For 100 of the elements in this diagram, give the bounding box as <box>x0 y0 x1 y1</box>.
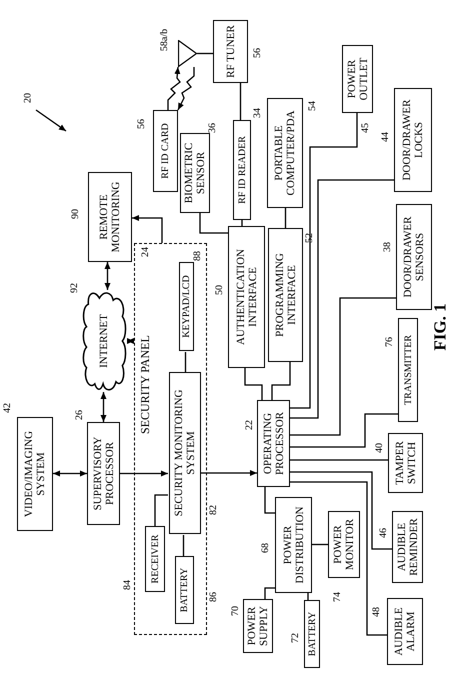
block-box <box>153 110 178 192</box>
reference-numeral: 88 <box>193 251 203 261</box>
block-box <box>233 120 251 220</box>
connector-line <box>312 544 328 546</box>
box-label: SECURITY MONITORING SYSTEM <box>173 388 197 518</box>
box-label: PROGRAMMING INTERFACE <box>274 252 298 339</box>
connector-line <box>184 352 186 373</box>
reference-numeral: 34 <box>253 108 263 118</box>
reference-numeral: 56 <box>253 48 263 58</box>
reference-numeral: 54 <box>308 101 318 111</box>
connector-line <box>104 262 110 290</box>
connector-line <box>127 338 134 344</box>
reference-numeral: 50 <box>215 285 225 295</box>
box-label: AUTHENTICATION INTERFACE <box>234 248 258 347</box>
dashed-panel <box>134 243 207 635</box>
connector-line <box>290 459 388 461</box>
connector-line <box>240 83 242 120</box>
box-label: POWER SUPPLY <box>246 605 270 648</box>
block-box <box>388 433 423 493</box>
figure-caption: FIG. 1 <box>429 303 450 351</box>
reference-numeral: 48 <box>372 607 382 617</box>
cloud-shape <box>81 290 127 392</box>
connector-line <box>290 297 396 436</box>
reference-numeral: 42 <box>3 403 13 413</box>
box-label: RECEIVER <box>150 534 160 584</box>
block-box <box>179 262 194 351</box>
block-box <box>88 172 132 262</box>
reference-numeral: 40 <box>375 443 385 453</box>
connector-line <box>167 66 181 110</box>
block-box <box>228 226 265 368</box>
block-box <box>145 526 165 592</box>
block-box <box>268 228 303 362</box>
connector-line <box>290 413 398 448</box>
box-label: TAMPER SWITCH <box>394 440 418 487</box>
box-label: BIOMETRIC SENSOR <box>183 142 207 206</box>
connector-line <box>290 179 394 419</box>
box-label: PORTABLE COMPUTER/PDA <box>273 110 297 198</box>
reference-numeral: 90 <box>71 209 81 219</box>
reference-numeral: 22 <box>245 420 255 430</box>
block-box <box>17 417 53 531</box>
reference-numeral: 76 <box>385 337 395 347</box>
block-box <box>396 204 432 310</box>
reference-numeral: 38 <box>383 242 393 252</box>
block-box <box>328 511 360 578</box>
reference-numeral: 44 <box>381 132 391 142</box>
box-label: BATTERY <box>179 568 190 612</box>
reference-numeral: 56 <box>137 119 147 129</box>
box-label: RF ID READER <box>236 136 248 204</box>
box-label: DOOR/DRAWER LOCKS <box>401 98 425 183</box>
box-label: VIDEO/IMAGING SYSTEM <box>23 430 47 520</box>
box-label: POWER DISTRIBUTION <box>282 506 306 586</box>
connector-line <box>200 470 257 476</box>
box-label: OPERATING PROCESSOR <box>262 411 286 477</box>
block-box <box>257 400 290 487</box>
reference-numeral: 58a/b <box>160 28 170 52</box>
reference-numeral: 70 <box>231 606 241 616</box>
connector-line <box>290 481 387 636</box>
block-box <box>175 556 194 624</box>
block-box <box>180 133 210 213</box>
box-label: SUPERVISORY PROCESSOR <box>92 436 116 512</box>
reference-numeral: 92 <box>70 283 80 293</box>
reference-numeral: 74 <box>333 592 343 602</box>
connector-line <box>264 587 275 599</box>
block-box <box>267 98 303 208</box>
connector-line <box>100 392 106 422</box>
reference-numeral: 26 <box>75 410 85 420</box>
box-label: KEYPAD/LCD <box>181 275 192 338</box>
connector-line <box>271 362 291 400</box>
block-box <box>387 598 423 665</box>
connector-line <box>199 213 228 234</box>
connector-line <box>53 470 87 476</box>
connector-line <box>177 67 195 110</box>
reference-numeral: 86 <box>209 592 219 602</box>
connector-line <box>197 52 213 54</box>
reference-numeral: 46 <box>379 528 389 538</box>
connector-line <box>284 208 286 228</box>
reference-numeral: 82 <box>209 505 219 515</box>
block-box <box>304 600 320 668</box>
block-box <box>243 599 273 653</box>
box-label: REMOTE MONITORING <box>98 180 122 254</box>
reference-numeral: 72 <box>291 633 301 643</box>
box-label: TRANSMITTER <box>402 335 414 405</box>
reference-numeral: 84 <box>123 580 133 590</box>
box-label: RF TUNER <box>224 25 236 78</box>
block-box <box>213 20 248 83</box>
box-label: DOOR/DRAWER SENSORS <box>402 216 426 300</box>
block-box <box>394 88 432 192</box>
box-label: AUDIBLE REMINDER <box>396 517 420 578</box>
block-box <box>392 511 423 583</box>
connector-line <box>120 470 168 476</box>
block-box <box>169 372 201 534</box>
reference-numeral: 20 <box>22 93 34 103</box>
antenna-symbol <box>178 40 197 67</box>
connector-line <box>290 113 358 409</box>
reference-numeral: 68 <box>261 543 271 553</box>
connector-line <box>244 368 263 400</box>
box-label: AUDIBLE ALARM <box>393 606 417 658</box>
reference-numeral: 24 <box>141 247 151 257</box>
box-label: INTERNET <box>98 314 110 368</box>
connector-line <box>132 215 163 243</box>
